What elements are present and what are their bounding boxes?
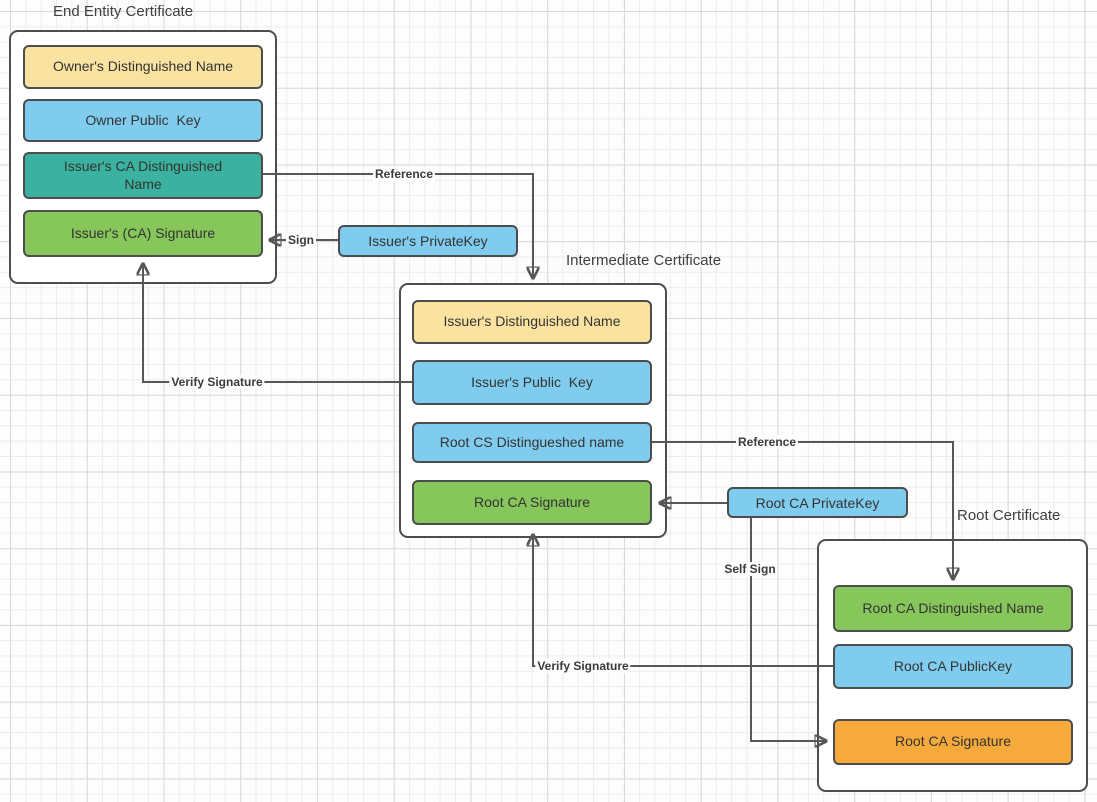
field-root-cs-distingueshed-name[interactable]: Root CS Distingueshed name — [412, 422, 652, 463]
root-certificate-title: Root Certificate — [957, 507, 1061, 524]
root-ca-private-key-box[interactable]: Root CA PrivateKey — [727, 487, 908, 518]
edge-label-sign[interactable]: Sign — [286, 233, 316, 247]
field-owner-public-key[interactable]: Owner Public Key — [23, 99, 263, 142]
intermediate-certificate-title: Intermediate Certificate — [566, 252, 722, 269]
edge-label-verify-signature-1[interactable]: Verify Signature — [169, 375, 265, 389]
edge-label-reference-2[interactable]: Reference — [735, 435, 799, 449]
end-entity-certificate-title: End Entity Certificate — [53, 3, 194, 20]
field-root-ca-signature-intermediate[interactable]: Root CA Signature — [412, 480, 652, 525]
field-root-ca-distinguished-name[interactable]: Root CA Distinguished Name — [833, 585, 1073, 632]
issuers-private-key-box[interactable]: Issuer's PrivateKey — [338, 225, 518, 257]
field-root-ca-signature-root[interactable]: Root CA Signature — [833, 719, 1073, 765]
field-issuers-public-key[interactable]: Issuer's Public Key — [412, 360, 652, 405]
field-issuers-distinguished-name[interactable]: Issuer's Distinguished Name — [412, 300, 652, 344]
edge-label-reference-1[interactable]: Reference — [372, 167, 436, 181]
edge-verify-signature-2[interactable] — [533, 535, 833, 667]
edge-label-verify-signature-2[interactable]: Verify Signature — [535, 659, 631, 673]
edge-label-self-sign[interactable]: Self Sign — [722, 562, 778, 576]
field-owners-distinguished-name[interactable]: Owner's Distinguished Name — [23, 45, 263, 89]
field-issuers-ca-distinguished-name[interactable]: Issuer's CA Distinguished Name — [23, 152, 263, 199]
field-issuers-ca-signature[interactable]: Issuer's (CA) Signature — [23, 210, 263, 257]
field-root-ca-publickey[interactable]: Root CA PublicKey — [833, 644, 1073, 689]
edge-self-sign[interactable] — [750, 518, 826, 741]
